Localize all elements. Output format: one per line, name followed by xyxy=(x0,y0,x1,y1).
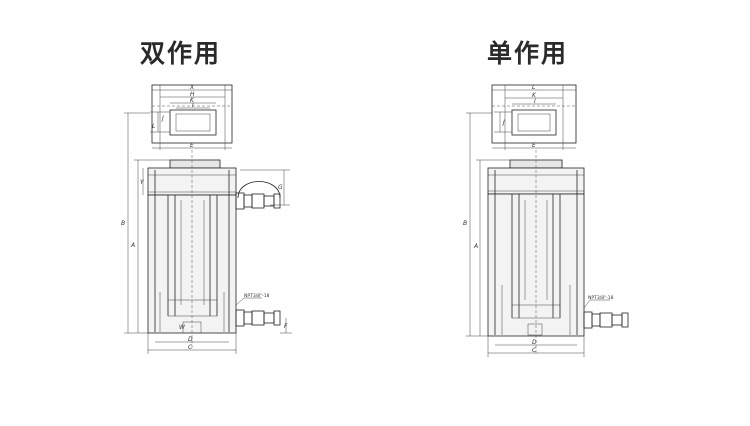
port-note-right: NPT3/8"-18 xyxy=(588,295,614,301)
dim-label-c: C xyxy=(188,344,193,351)
port-note-left: NPT3/8"-18 xyxy=(244,293,270,299)
dim-label-l-right: L xyxy=(532,84,535,91)
dim-label-k: K xyxy=(190,97,195,104)
dim-label-l: L xyxy=(152,123,155,130)
single-acting-title: 单作用 xyxy=(487,39,569,68)
dim-label-b: B xyxy=(121,220,125,227)
dim-label-i: I xyxy=(192,102,194,109)
dim-label-w: W xyxy=(179,324,186,331)
double-acting-title: 双作用 xyxy=(140,39,222,68)
dimensions-left: B A Y G F D C W xyxy=(121,112,292,354)
coupler-top-left xyxy=(235,181,281,210)
dim-label-f: F xyxy=(284,323,288,330)
dim-label-y: Y xyxy=(140,179,145,186)
saddle-detail-left: X H K I E L J xyxy=(150,84,233,150)
dim-label-a-right: A xyxy=(473,243,478,250)
dim-label-c-right: C xyxy=(532,347,537,354)
dim-label-k-right: K xyxy=(532,92,537,99)
dim-label-a: A xyxy=(130,242,135,249)
dimensions-right: B A D C xyxy=(463,112,585,357)
cylinder-body-right xyxy=(487,150,585,354)
coupler-right: NPT3/8"-18 xyxy=(583,295,629,329)
dim-label-h: H xyxy=(190,91,195,98)
coupler-bottom-left: NPT3/8"-18 xyxy=(235,293,281,327)
dim-label-d: D xyxy=(188,336,193,343)
dim-label-g: G xyxy=(278,184,283,191)
dim-label-e: E xyxy=(190,142,194,149)
dim-label-i-right: I xyxy=(534,98,536,105)
dim-label-x: X xyxy=(189,84,195,91)
saddle-detail-right: L K I E J xyxy=(491,84,577,150)
single-acting-drawing: L K I E J xyxy=(463,84,629,357)
dim-label-j: J xyxy=(161,115,164,122)
dim-label-e-right: E xyxy=(532,142,536,149)
cylinder-body-left xyxy=(147,150,237,350)
dim-label-j-right: J xyxy=(502,119,505,126)
dim-label-d-right: D xyxy=(532,339,537,346)
dim-label-b-right: B xyxy=(463,220,467,227)
double-acting-drawing: X H K I E L J xyxy=(121,84,292,354)
